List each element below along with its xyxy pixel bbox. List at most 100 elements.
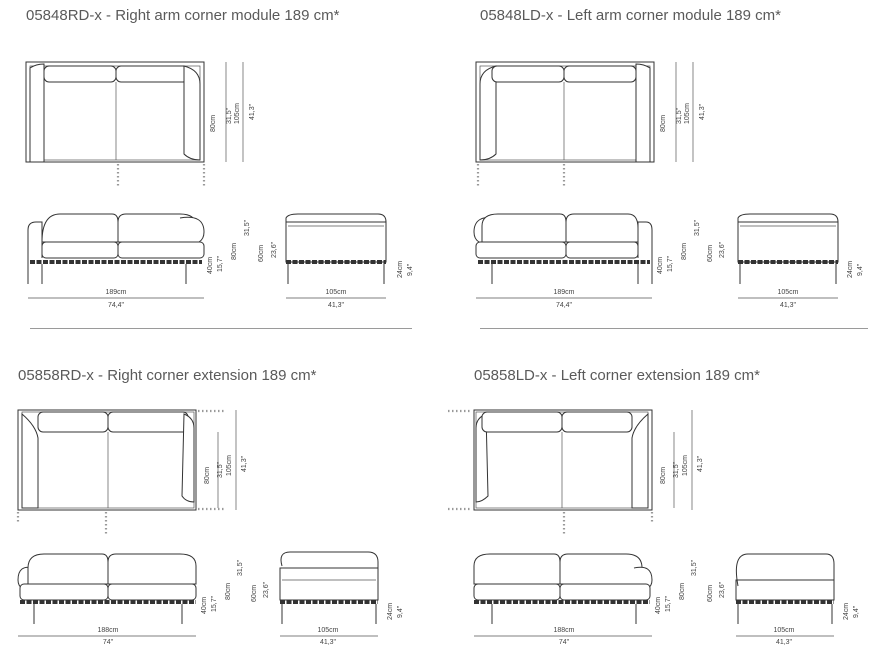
front-seat-right bbox=[565, 241, 639, 259]
front-seat-cm: 40cm bbox=[207, 257, 214, 274]
separator-right bbox=[480, 328, 868, 329]
side-arm-cm: 60cm bbox=[251, 585, 258, 602]
front-w-in: 74,4" bbox=[108, 302, 125, 309]
top-h-in: 31,5" bbox=[226, 107, 233, 124]
panel-05858rd: 05858RD-x - Right corner extension 189 c… bbox=[0, 340, 436, 657]
front-h-in: 31,5" bbox=[691, 559, 698, 576]
top-d-cm: 105cm bbox=[682, 455, 689, 476]
top-h-cm: 80cm bbox=[210, 115, 217, 132]
right-arm-cushion bbox=[183, 65, 201, 161]
right-arm-cushion bbox=[181, 413, 195, 503]
front-w-cm: 188cm bbox=[97, 627, 118, 634]
side-arm-in: 23,6" bbox=[719, 241, 726, 258]
top-view: 80cm 31,5" 105cm 41,3" bbox=[448, 409, 704, 536]
side-leg-in: 9,4" bbox=[407, 263, 414, 276]
side-arm-in: 23,6" bbox=[271, 241, 278, 258]
front-h-in: 31,5" bbox=[694, 219, 701, 236]
left-arm-cushion bbox=[21, 412, 39, 509]
side-arm-in: 23,6" bbox=[263, 581, 270, 598]
top-d-cm: 105cm bbox=[234, 103, 241, 124]
side-leg-cm: 24cm bbox=[387, 603, 394, 620]
top-d-in: 41,3" bbox=[699, 103, 706, 120]
front-w-cm: 189cm bbox=[553, 289, 574, 296]
panel-title: 05858LD-x - Left corner extension 189 cm… bbox=[474, 367, 760, 384]
side-arm-cm: 60cm bbox=[707, 245, 714, 262]
top-d-in: 41,3" bbox=[249, 103, 256, 120]
front-back-left bbox=[41, 213, 119, 243]
top-view-outline bbox=[475, 61, 655, 163]
side-back-cushion bbox=[735, 553, 835, 587]
front-w-in: 74,4" bbox=[556, 302, 573, 309]
front-back-right bbox=[107, 553, 197, 585]
drawing-05848rd: 80cm 31,5" 105cm 41,3" 189cm 74,4" 40cm … bbox=[25, 61, 414, 309]
top-view: 80cm 31,5" 105cm 41,3" bbox=[475, 61, 706, 188]
front-view: 188cm 74" 40cm 15,7" 80cm 31,5" bbox=[473, 553, 698, 646]
front-seat-right bbox=[117, 241, 205, 259]
front-seat-left bbox=[41, 241, 119, 259]
top-d-in: 41,3" bbox=[241, 455, 248, 472]
front-seat-in: 15,7" bbox=[217, 255, 224, 272]
side-view: 105cm 41,3" 60cm 23,6" 24cm 9,4" bbox=[251, 551, 404, 646]
right-arm-cushion bbox=[635, 63, 651, 163]
drawing-05858rd: 80cm 31,5" 105cm 41,3" 188cm 74" 40cm 15… bbox=[16, 409, 404, 646]
side-arm-cm: 60cm bbox=[258, 245, 265, 262]
drawing-05858ld: 80cm 31,5" 105cm 41,3" 188cm 74" 40cm 15… bbox=[448, 409, 860, 646]
front-seat-left bbox=[19, 583, 109, 601]
front-seat-left bbox=[473, 583, 561, 601]
panel-05858ld: 05858LD-x - Left corner extension 189 cm… bbox=[436, 340, 873, 657]
front-back-left bbox=[27, 553, 109, 585]
front-back-right bbox=[559, 553, 643, 585]
left-arm-cushion bbox=[479, 65, 497, 161]
top-d-cm: 105cm bbox=[684, 103, 691, 124]
panel-title: 05848LD-x - Left arm corner module 189 c… bbox=[480, 7, 781, 24]
front-h-in: 31,5" bbox=[237, 559, 244, 576]
back-cushion-right bbox=[115, 65, 189, 83]
side-d-in: 41,3" bbox=[320, 639, 337, 646]
side-d-cm: 105cm bbox=[325, 289, 346, 296]
top-view-outline bbox=[25, 61, 205, 163]
top-view-outline bbox=[473, 409, 653, 511]
front-h-cm: 80cm bbox=[681, 243, 688, 260]
drawing-05848ld: 80cm 31,5" 105cm 41,3" 189cm 74,4" 40cm … bbox=[473, 61, 864, 309]
top-d-cm: 105cm bbox=[226, 455, 233, 476]
front-back-right bbox=[565, 213, 639, 243]
side-arm-cm: 60cm bbox=[707, 585, 714, 602]
front-view: 189cm 74,4" 40cm 15,7" 80cm 31,5" bbox=[473, 213, 701, 309]
top-h-in: 31,5" bbox=[217, 461, 224, 478]
front-left-arm bbox=[27, 221, 43, 284]
side-leg-cm: 24cm bbox=[397, 261, 404, 278]
side-leg-cm: 24cm bbox=[847, 261, 854, 278]
front-seat-in: 15,7" bbox=[667, 255, 674, 272]
panel-title: 05848RD-x - Right arm corner module 189 … bbox=[26, 7, 340, 24]
side-d-cm: 105cm bbox=[773, 627, 794, 634]
side-arm-in: 23,6" bbox=[719, 581, 726, 598]
front-h-in: 31,5" bbox=[244, 219, 251, 236]
top-view: 80cm 31,5" 105cm 41,3" bbox=[25, 61, 256, 188]
front-seat-cm: 40cm bbox=[655, 597, 662, 614]
back-cushion-left bbox=[37, 411, 109, 433]
front-w-cm: 188cm bbox=[553, 627, 574, 634]
back-cushion-left bbox=[491, 65, 565, 83]
side-leg-in: 9,4" bbox=[857, 263, 864, 276]
left-arm-cushion bbox=[29, 63, 45, 163]
front-h-cm: 80cm bbox=[231, 243, 238, 260]
side-d-in: 41,3" bbox=[780, 302, 797, 309]
side-body bbox=[285, 221, 387, 263]
top-view-outline bbox=[17, 409, 197, 511]
front-back-left bbox=[481, 213, 567, 243]
side-view: 105cm 41,3" 60cm 23,6" 24cm 9,4" bbox=[707, 553, 860, 646]
front-seat-cm: 40cm bbox=[657, 257, 664, 274]
front-right-arm bbox=[637, 221, 653, 284]
top-h-in: 31,5" bbox=[673, 461, 680, 478]
front-seat-cm: 40cm bbox=[201, 597, 208, 614]
front-view: 189cm 74,4" 40cm 15,7" 80cm 31,5" bbox=[27, 213, 251, 309]
panel-05848rd: 05848RD-x - Right arm corner module 189 … bbox=[0, 0, 436, 340]
front-seat-right bbox=[107, 583, 197, 601]
back-cushion-right bbox=[561, 411, 633, 433]
top-h-cm: 80cm bbox=[660, 115, 667, 132]
back-cushion-right bbox=[107, 411, 189, 433]
back-cushion-left bbox=[481, 411, 563, 433]
side-body bbox=[737, 221, 839, 263]
front-h-cm: 80cm bbox=[225, 583, 232, 600]
side-view: 105cm 41,3" 60cm 23,6" 24cm 9,4" bbox=[258, 213, 414, 309]
